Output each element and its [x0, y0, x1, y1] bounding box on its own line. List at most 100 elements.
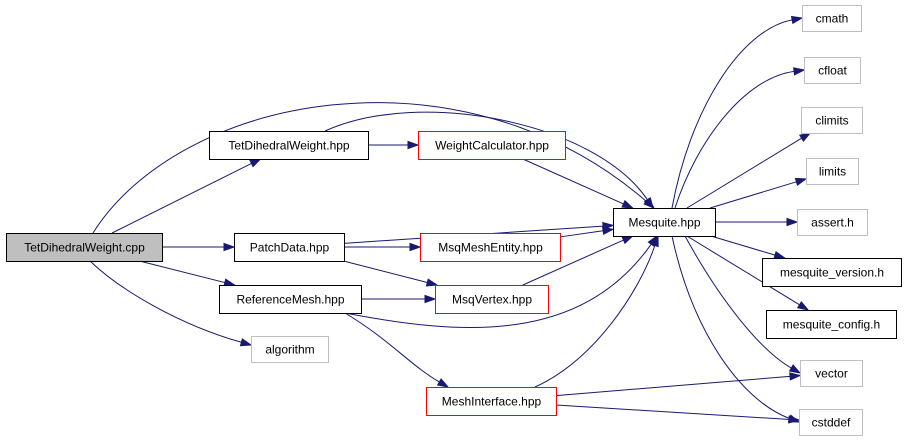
nodes-layer: TetDihedralWeight.cpp TetDihedralWeight.h… [6, 5, 902, 436]
node-weightcalc[interactable]: WeightCalculator.hpp [418, 131, 566, 160]
edge-root-to-patchdata [162, 242, 236, 252]
edge-mesquite-to-mversion [710, 235, 787, 260]
node-cfloat: cfloat [804, 57, 861, 84]
node-label: limits [819, 165, 846, 179]
node-meshinterface[interactable]: MeshInterface.hpp [426, 387, 557, 416]
node-box [234, 233, 345, 262]
node-mversion[interactable]: mesquite_version.h [762, 258, 902, 287]
node-label: ReferenceMesh.hpp [236, 293, 344, 307]
node-label: mesquite_version.h [780, 266, 884, 280]
edge-mesquite-to-mconfig [686, 235, 810, 311]
arrowhead-icon [786, 217, 799, 227]
arrowhead-icon [425, 278, 439, 287]
node-mesquite[interactable]: Mesquite.hpp [613, 208, 716, 237]
edges-layer [89, 15, 812, 424]
node-msqvertex[interactable]: MsqVertex.hpp [435, 285, 549, 314]
node-label: TetDihedralWeight.hpp [228, 139, 350, 153]
edge-refmesh-to-msqvertex [361, 294, 437, 304]
node-assert: assert.h [797, 209, 868, 236]
node-label: TetDihedralWeight.cpp [24, 241, 145, 255]
node-label: MeshInterface.hpp [442, 395, 542, 409]
edge-msqmeshentity-to-mesquite [559, 226, 615, 238]
arrowhead-icon [409, 242, 422, 252]
node-mconfig[interactable]: mesquite_config.h [766, 310, 897, 339]
arrowhead-icon [249, 158, 262, 168]
node-limits: limits [806, 158, 859, 185]
node-label: WeightCalculator.hpp [435, 139, 549, 153]
arrowhead-icon [424, 294, 437, 304]
arrowhead-icon [621, 235, 635, 245]
edge-patchdata-to-msqmeshentity [344, 242, 422, 252]
node-box [802, 5, 862, 32]
node-box [209, 131, 369, 160]
edge-meshinterface-to-cstddef [555, 404, 801, 424]
edge-meshinterface-to-mesquite [534, 234, 659, 388]
node-box [613, 208, 716, 237]
node-box [762, 258, 902, 287]
arrowhead-icon [794, 177, 808, 186]
edge-root-to-mesquite [92, 102, 656, 234]
node-box [435, 285, 549, 314]
node-box [800, 360, 863, 387]
node-climits: climits [801, 107, 863, 134]
edge-mesquite-to-cmath [671, 15, 804, 209]
arrowhead-icon [436, 378, 450, 388]
node-box [797, 209, 868, 236]
arrowhead-icon [787, 414, 801, 423]
node-box [420, 233, 561, 262]
arrowhead-icon [773, 250, 787, 260]
node-label: cstddef [812, 416, 851, 430]
edge-mesquite-to-limits [709, 177, 808, 209]
edge-weightcalc-to-mesquite [522, 158, 635, 209]
edge-patchdata-to-msqvertex [343, 260, 439, 287]
node-tdw_hpp[interactable]: TetDihedralWeight.hpp [209, 131, 369, 160]
node-label: Mesquite.hpp [628, 216, 700, 230]
node-box [6, 233, 163, 262]
arrowhead-icon [223, 242, 236, 252]
arrowhead-icon [798, 132, 812, 143]
arrowhead-icon [643, 196, 654, 210]
node-box [426, 387, 557, 416]
node-label: climits [815, 114, 848, 128]
node-label: MsqVertex.hpp [452, 293, 532, 307]
edge-root-to-algorithm [89, 260, 253, 347]
arrowhead-icon [650, 234, 659, 248]
node-patchdata[interactable]: PatchData.hpp [234, 233, 345, 262]
edge-tdw_hpp-to-mesquite [324, 111, 654, 210]
node-label: PatchData.hpp [250, 241, 330, 255]
node-box [801, 107, 863, 134]
arrowhead-icon [602, 226, 615, 235]
arrowhead-icon [223, 278, 237, 287]
arrowhead-icon [793, 67, 806, 76]
node-box [806, 158, 859, 185]
node-vector: vector [800, 360, 863, 387]
node-box [219, 285, 362, 314]
edge-mesquite-to-climits [686, 132, 812, 209]
node-label: MsqMeshEntity.hpp [438, 241, 543, 255]
node-box [418, 131, 566, 160]
arrowhead-icon [789, 372, 802, 381]
edge-root-to-refmesh [139, 260, 237, 287]
node-label: cfloat [818, 64, 847, 78]
node-box [804, 57, 861, 84]
node-root: TetDihedralWeight.cpp [6, 233, 163, 262]
node-cmath: cmath [802, 5, 862, 32]
arrowhead-icon [621, 199, 635, 209]
node-label: assert.h [811, 216, 854, 230]
edge-mesquite-to-cfloat [674, 67, 806, 209]
edge-meshinterface-to-vector [555, 372, 802, 397]
node-box [799, 409, 863, 436]
arrowhead-icon [790, 15, 804, 25]
edge-tdw_hpp-to-weightcalc [368, 140, 420, 150]
node-cstddef: cstddef [799, 409, 863, 436]
node-label: mesquite_config.h [783, 318, 880, 332]
edge-root-to-tdw_hpp [111, 158, 262, 234]
arrowhead-icon [788, 364, 802, 374]
node-label: cmath [816, 12, 849, 26]
node-refmesh[interactable]: ReferenceMesh.hpp [219, 285, 362, 314]
node-msqmeshentity[interactable]: MsqMeshEntity.hpp [420, 233, 561, 262]
edge-mesquite-to-vector [684, 235, 802, 374]
node-box [766, 310, 897, 339]
arrowhead-icon [407, 140, 420, 150]
